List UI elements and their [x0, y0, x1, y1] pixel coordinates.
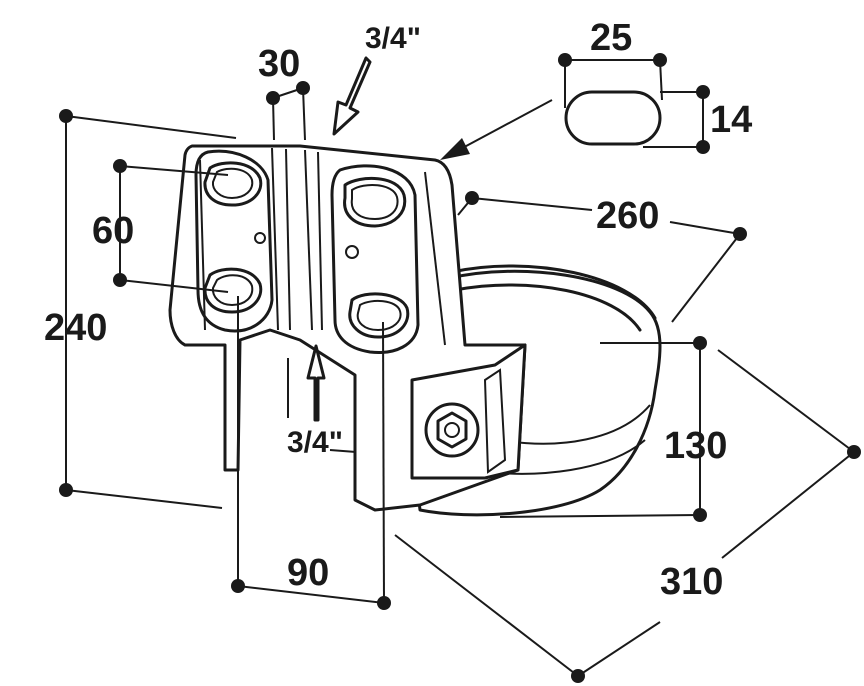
bowl-width-label: 310 [660, 561, 723, 603]
dimension-310: 310 [394, 349, 861, 683]
dimension-240: 240 [44, 109, 237, 509]
right-mount-frame [330, 164, 420, 355]
inlet-top-label: 3/4" [365, 22, 421, 55]
height-total-label: 240 [44, 307, 107, 349]
dimension-inlet-bottom: 3/4" [287, 344, 357, 459]
left-mount-frame [194, 149, 274, 333]
dimension-90: 90 [231, 296, 391, 610]
dimension-30-label: 30 [258, 43, 300, 85]
slot-height-label: 14 [710, 99, 752, 141]
valve-housing [410, 343, 527, 480]
slot-width-label: 25 [590, 17, 632, 59]
dimension-inlet-top: 3/4" [332, 22, 421, 136]
dimension-130: 130 [499, 336, 727, 522]
height-bowl-label: 130 [664, 425, 727, 467]
dimension-30: 30 [258, 43, 310, 141]
dimension-slot: 25 14 [440, 17, 752, 160]
dimension-260: 260 [457, 191, 747, 323]
dimension-60: 60 [92, 159, 229, 293]
slot-arrow-head [440, 138, 470, 160]
hole-spacing-label: 60 [92, 210, 134, 252]
bowl-depth-label: 260 [596, 195, 659, 237]
inlet-bottom-label: 3/4" [287, 426, 343, 459]
base-spacing-label: 90 [287, 552, 329, 594]
